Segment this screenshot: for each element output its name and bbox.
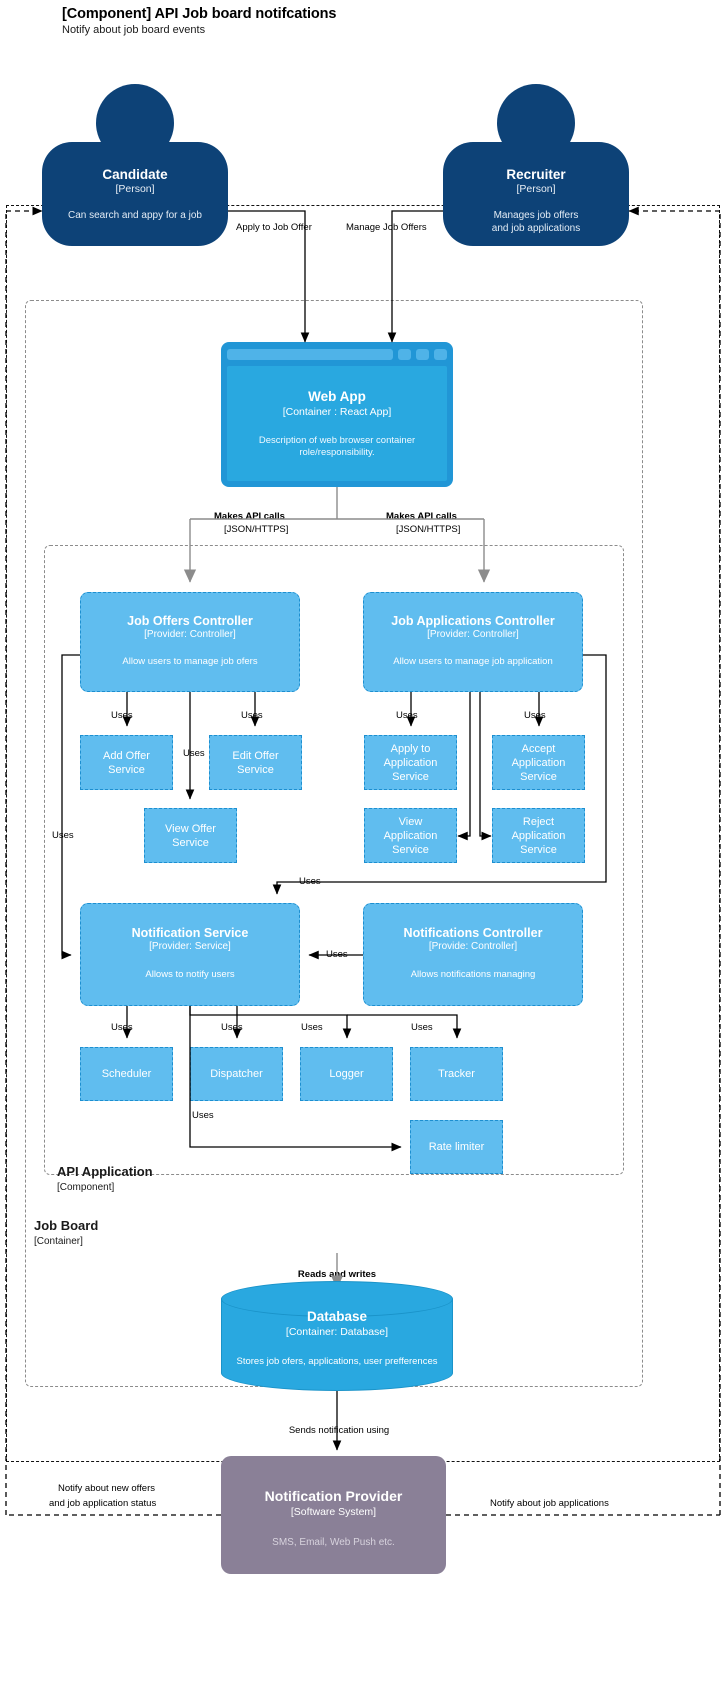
diagram-title: [Component] API Job board notifcations xyxy=(62,6,337,22)
boundary-job-board-type: [Container] xyxy=(34,1236,83,1247)
person-body: Candidate [Person] Can search and appy f… xyxy=(42,142,228,246)
edge-label-reads-and-writes: Reads and writes xyxy=(297,1269,377,1280)
container-web-app[interactable]: Web App [Container : React App] Descript… xyxy=(221,342,453,487)
web-app-description: Description of web browser container rol… xyxy=(258,435,416,458)
edge-label-uses: Uses xyxy=(524,710,546,721)
container-database[interactable]: Database [Container: Database] Stores jo… xyxy=(221,1281,453,1391)
database-description: Stores job ofers, applications, user pre… xyxy=(236,1356,438,1367)
diagram-subtitle: Notify about job board events xyxy=(62,24,206,36)
edge-label-uses: Uses xyxy=(50,830,76,841)
browser-dot-icon xyxy=(398,349,411,360)
component-notification-service[interactable]: Notification Service [Provider: Service]… xyxy=(80,903,300,1006)
provider-name: Notification Provider xyxy=(264,1488,403,1504)
person-body: Recruiter [Person] Manages job offers an… xyxy=(443,142,629,246)
edge-label-uses: Uses xyxy=(396,710,418,721)
boundary-api-application xyxy=(44,545,624,1175)
component-type: [Provider: Controller] xyxy=(144,629,236,640)
edge-label-uses: Uses xyxy=(297,876,323,887)
component-name: Job Applications Controller xyxy=(391,614,555,628)
edge-label-makes-api-calls-right: Makes API calls xyxy=(386,511,457,522)
person-candidate[interactable]: Candidate [Person] Can search and appy f… xyxy=(42,84,228,246)
web-app-body: Web App [Container : React App] Descript… xyxy=(227,366,447,481)
edge-label-notify-job-applications: Notify about job applications xyxy=(490,1498,609,1509)
edge-label-makes-api-calls-left: Makes API calls xyxy=(214,511,285,522)
browser-urlbar xyxy=(227,349,393,360)
person-description: Can search and appy for a job xyxy=(68,210,202,221)
database-type: [Container: Database] xyxy=(285,1326,389,1338)
edge-label-uses: Uses xyxy=(181,748,207,759)
database-name: Database xyxy=(306,1309,368,1324)
component-description: Allow users to manage job ofers xyxy=(122,656,258,667)
edge-label-uses: Uses xyxy=(299,1022,325,1033)
component-type: [Provider: Service] xyxy=(149,941,231,952)
component-description: Allows to notify users xyxy=(145,969,235,980)
component-name: Notification Service xyxy=(131,926,249,940)
component-job-offers-controller[interactable]: Job Offers Controller [Provider: Control… xyxy=(80,592,300,692)
edge-label-uses: Uses xyxy=(111,710,133,721)
component-type: [Provide: Controller] xyxy=(428,941,518,952)
edge-label-uses: Uses xyxy=(111,1022,133,1033)
boundary-api-application-type: [Component] xyxy=(57,1182,115,1193)
component-tracker[interactable]: Tracker xyxy=(410,1047,503,1101)
boundary-job-board-name: Job Board xyxy=(34,1218,99,1233)
web-app-name: Web App xyxy=(308,389,366,404)
browser-dot-icon xyxy=(416,349,429,360)
component-type: [Provider: Controller] xyxy=(427,629,519,640)
edge-label-manage-job-offers: Manage Job Offers xyxy=(346,222,427,233)
person-description: Manages job offers and job applications xyxy=(491,210,581,234)
component-accept-application-service[interactable]: Accept Application Service xyxy=(492,735,585,790)
component-reject-application-service[interactable]: Reject Application Service xyxy=(492,808,585,863)
component-scheduler[interactable]: Scheduler xyxy=(80,1047,173,1101)
component-job-applications-controller[interactable]: Job Applications Controller [Provider: C… xyxy=(363,592,583,692)
component-name: Notifications Controller xyxy=(403,926,543,940)
component-notifications-controller[interactable]: Notifications Controller [Provide: Contr… xyxy=(363,903,583,1006)
component-description: Allows notifications managing xyxy=(410,969,536,980)
edge-label-json-https-right: [JSON/HTTPS] xyxy=(396,524,461,535)
edge-label-notify-new-offers-line2: and job application status xyxy=(49,1498,157,1509)
edge-label-uses: Uses xyxy=(324,949,350,960)
person-name: Candidate xyxy=(102,167,168,182)
component-add-offer-service[interactable]: Add Offer Service xyxy=(80,735,173,790)
edge-label-sends-notification-using: Sends notification using xyxy=(288,1425,390,1436)
browser-dot-icon xyxy=(434,349,447,360)
edge-label-notify-new-offers-line1: Notify about new offers xyxy=(58,1483,155,1494)
edge-label-json-https-left: [JSON/HTTPS] xyxy=(224,524,289,535)
provider-type: [Software System] xyxy=(290,1506,377,1518)
component-dispatcher[interactable]: Dispatcher xyxy=(190,1047,283,1101)
provider-description: SMS, Email, Web Push etc. xyxy=(272,1537,395,1548)
component-rate-limiter[interactable]: Rate limiter xyxy=(410,1120,503,1174)
component-name: Job Offers Controller xyxy=(127,614,253,628)
person-name: Recruiter xyxy=(506,167,566,182)
edge-label-uses: Uses xyxy=(190,1110,216,1121)
component-logger[interactable]: Logger xyxy=(300,1047,393,1101)
component-view-offer-service[interactable]: View Offer Service xyxy=(144,808,237,863)
database-label-group: Database [Container: Database] Stores jo… xyxy=(221,1309,453,1367)
edge-label-uses: Uses xyxy=(241,710,263,721)
component-apply-to-application-service[interactable]: Apply to Application Service xyxy=(364,735,457,790)
software-system-notification-provider[interactable]: Notification Provider [Software System] … xyxy=(221,1456,446,1574)
boundary-api-application-name: API Application xyxy=(57,1164,153,1179)
person-recruiter[interactable]: Recruiter [Person] Manages job offers an… xyxy=(443,84,629,246)
person-type: [Person] xyxy=(115,183,155,195)
edge-label-uses: Uses xyxy=(409,1022,435,1033)
edge-label-uses: Uses xyxy=(221,1022,243,1033)
component-view-application-service[interactable]: View Application Service xyxy=(364,808,457,863)
component-description: Allow users to manage job application xyxy=(393,656,553,667)
web-app-type: [Container : React App] xyxy=(282,406,392,418)
browser-chrome-bar xyxy=(227,348,447,361)
person-type: [Person] xyxy=(516,183,556,195)
component-edit-offer-service[interactable]: Edit Offer Service xyxy=(209,735,302,790)
edge-label-apply-to-job-offer: Apply to Job Offer xyxy=(236,222,312,233)
